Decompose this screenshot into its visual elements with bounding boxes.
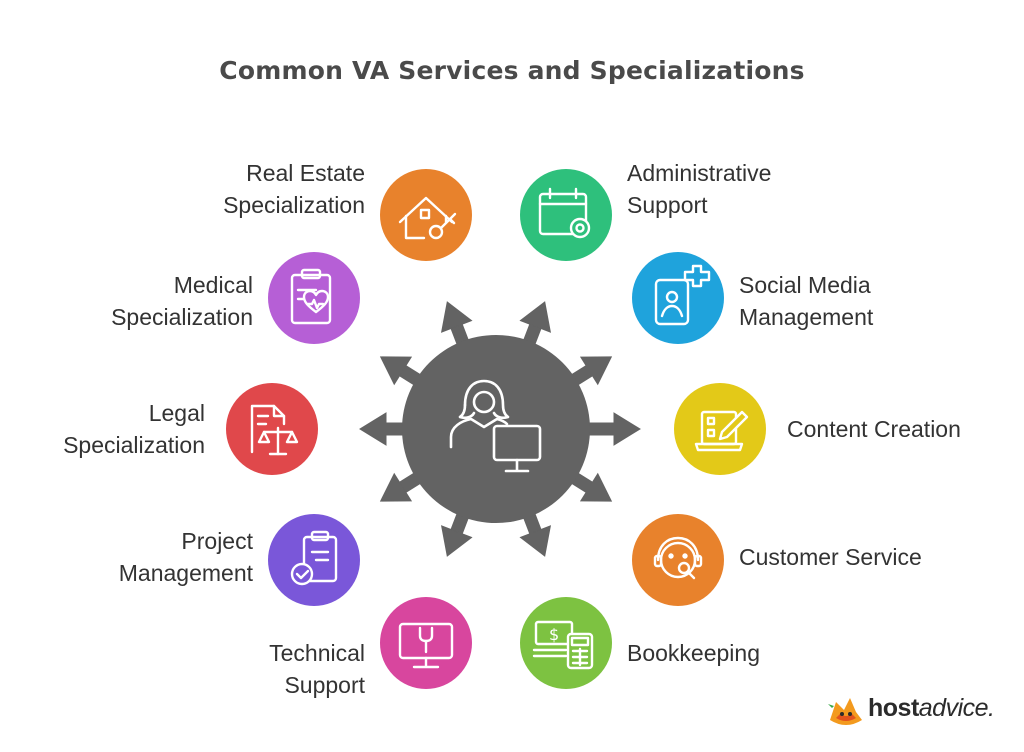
label-content-creation: Content Creation	[787, 416, 961, 442]
laptop-pencil-icon	[694, 410, 749, 452]
service-circle-project	[268, 514, 360, 606]
service-circle-legal	[226, 383, 318, 475]
calendar-gear-icon	[538, 187, 591, 239]
label-customer-service: Customer Service	[739, 544, 922, 570]
service-circle-real-estate	[380, 169, 472, 261]
headset-agent-icon	[653, 536, 703, 580]
legal-document-scales-icon	[250, 404, 299, 456]
fox-mascot-icon	[828, 698, 862, 725]
house-key-icon	[398, 196, 457, 240]
label-bookkeeping: Bookkeeping	[627, 640, 760, 666]
hostadvice-logo[interactable]: hostadvice.	[826, 690, 996, 730]
service-circle-customer-service	[632, 514, 724, 606]
monitor-wrench-icon	[398, 622, 454, 669]
service-circle-content-creation	[674, 383, 766, 475]
svg-text:$: $	[549, 625, 559, 644]
virtual-assistant-computer-icon	[449, 379, 542, 473]
profile-plus-icon	[654, 264, 711, 326]
diagram-title: Common VA Services and Specializations	[219, 56, 805, 85]
cash-calculator-icon: $	[532, 620, 594, 670]
clipboard-check-icon	[290, 530, 338, 586]
center-hub	[402, 335, 590, 523]
brand-wordmark: hostadvice.	[868, 694, 995, 722]
service-circle-administrative	[520, 169, 612, 261]
medical-clipboard-heart-icon	[290, 268, 332, 325]
